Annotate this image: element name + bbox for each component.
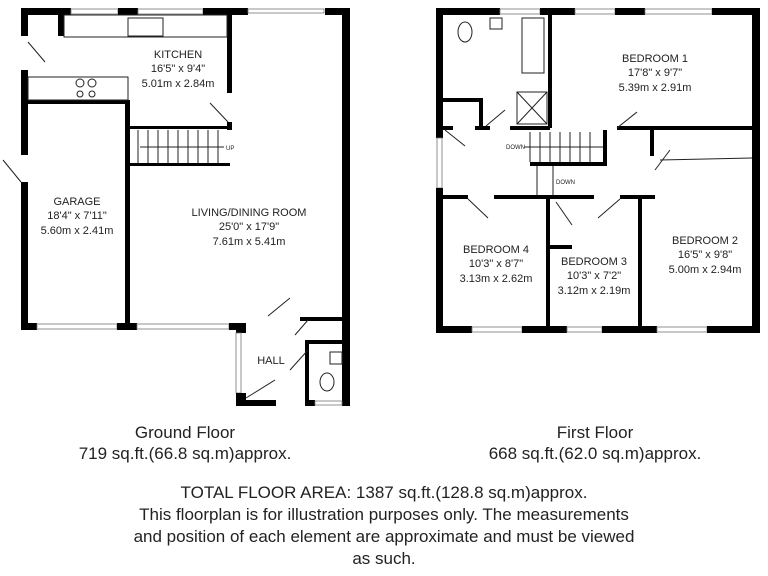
- room-name: BEDROOM 2: [672, 235, 738, 247]
- room-living-dining: LIVING/DINING ROOM 25'0" x 17'9" 7.61m x…: [192, 207, 307, 248]
- disclaimer-line: and position of each element are approxi…: [133, 527, 635, 546]
- stairs-down-label-1: DOWN: [506, 145, 525, 151]
- room-metric: 5.01m x 2.84m: [142, 78, 215, 90]
- footer: TOTAL FLOOR AREA: 1387 sq.ft.(128.8 sq.m…: [0, 482, 768, 570]
- room-name: LIVING/DINING ROOM: [192, 207, 307, 219]
- room-metric: 7.61m x 5.41m: [213, 236, 286, 248]
- room-metric: 5.39m x 2.91m: [619, 82, 692, 94]
- first-floor-plan: DOWN DOWN: [436, 8, 760, 333]
- disclaimer-line: as such.: [352, 549, 416, 568]
- room-imperial: 18'4" x 7'11": [47, 210, 107, 222]
- total-floor-area: TOTAL FLOOR AREA: 1387 sq.ft.(128.8 sq.m…: [180, 483, 588, 502]
- room-name: BEDROOM 3: [561, 256, 627, 268]
- room-metric: 3.13m x 2.62m: [460, 273, 533, 285]
- first-floor-title: First Floor: [556, 423, 634, 442]
- room-imperial: 10'3" x 7'2": [567, 270, 621, 282]
- room-hall: HALL: [257, 355, 285, 367]
- ground-floor-title: Ground Floor: [134, 423, 236, 442]
- room-name: KITCHEN: [154, 49, 202, 61]
- room-bedroom-4: BEDROOM 4 10'3" x 8'7" 3.13m x 2.62m: [460, 244, 533, 285]
- room-bedroom-1: BEDROOM 1 17'8" x 9'7" 5.39m x 2.91m: [619, 53, 692, 94]
- room-imperial: 25'0" x 17'9": [219, 221, 279, 233]
- ground-floor-plan: UP: [2, 8, 350, 406]
- room-name: GARAGE: [53, 196, 100, 208]
- room-metric: 5.60m x 2.41m: [41, 225, 114, 237]
- room-metric: 3.12m x 2.19m: [558, 285, 631, 297]
- room-imperial: 10'3" x 8'7": [469, 258, 523, 270]
- room-metric: 5.00m x 2.94m: [669, 264, 742, 276]
- ground-floor-caption: Ground Floor 719 sq.ft.(66.8 sq.m)approx…: [20, 422, 350, 464]
- ground-floor-area: 719 sq.ft.(66.8 sq.m)approx.: [78, 444, 292, 463]
- disclaimer-line: This floorplan is for illustration purpo…: [139, 505, 629, 524]
- room-kitchen: KITCHEN 16'5" x 9'4" 5.01m x 2.84m: [142, 49, 215, 90]
- room-bedroom-2: BEDROOM 2 16'5" x 9'8" 5.00m x 2.94m: [669, 235, 742, 276]
- stairs-up-label: UP: [226, 146, 234, 152]
- room-garage: GARAGE 18'4" x 7'11" 5.60m x 2.41m: [41, 196, 114, 237]
- room-name: BEDROOM 4: [463, 244, 529, 256]
- room-name: BEDROOM 1: [622, 53, 688, 65]
- room-bedroom-3: BEDROOM 3 10'3" x 7'2" 3.12m x 2.19m: [558, 256, 631, 297]
- first-floor-caption: First Floor 668 sq.ft.(62.0 sq.m)approx.: [430, 422, 760, 464]
- first-floor-area: 668 sq.ft.(62.0 sq.m)approx.: [488, 444, 702, 463]
- room-imperial: 16'5" x 9'4": [151, 63, 205, 75]
- stairs-down-label-2: DOWN: [556, 180, 575, 186]
- room-imperial: 16'5" x 9'8": [678, 249, 732, 261]
- room-imperial: 17'8" x 9'7": [628, 67, 682, 79]
